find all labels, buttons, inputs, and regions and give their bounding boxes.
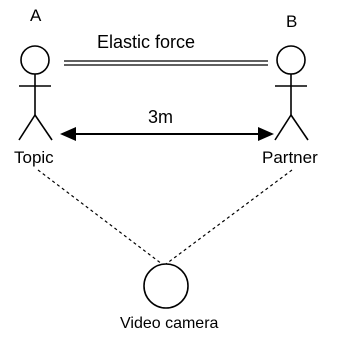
topic-label: Topic [14,148,54,167]
distance-arrow-left-head [60,127,76,141]
person-a-letter: A [30,6,42,25]
video-camera-label: Video camera [120,315,219,332]
elastic-force-line [64,60,268,66]
person-b-head [276,45,306,75]
sightline-to-partner [165,169,293,265]
sightline-to-topic [37,169,163,265]
video-camera-icon [143,263,189,309]
partner-label: Partner [262,148,318,167]
person-a-left-leg [18,114,36,141]
elastic-force-label: Elastic force [97,32,196,52]
distance-arrow-right-head [258,127,274,141]
distance-label: 3m [148,107,174,127]
person-b-letter: B [286,12,298,31]
person-b-left-leg [274,114,292,141]
person-a-head [20,45,50,75]
distance-arrow [60,127,274,141]
person-b-figure [274,45,309,141]
person-a-figure [18,45,53,141]
camera-sightlines [37,169,293,265]
person-b-right-leg [290,114,309,141]
person-a-right-leg [34,114,53,141]
